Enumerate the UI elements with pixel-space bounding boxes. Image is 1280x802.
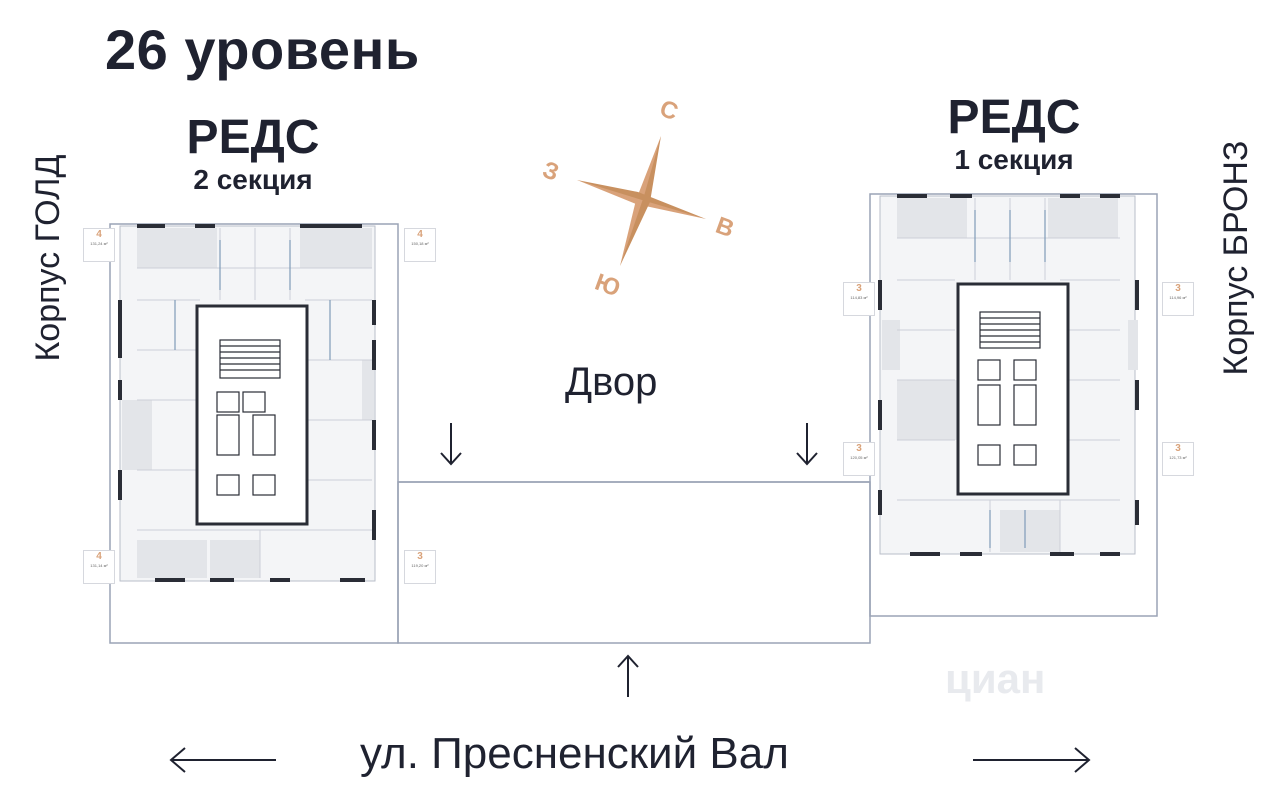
apartment-badge[interactable]: 3 121,73 м² [1162,442,1194,476]
yard-label: Двор [565,360,658,404]
watermark: циан [945,655,1046,702]
badge-rooms: 4 [96,551,102,562]
badge-area: 121,73 м² [1169,455,1187,460]
apartment-badge[interactable]: 3 114,96 м² [1162,282,1194,316]
left-building-header: РЕДС 2 секция [183,112,323,196]
badge-rooms: 3 [856,283,862,294]
site-outline [109,193,1158,644]
badge-area: 114,83 м² [850,295,868,300]
badge-rooms: 4 [417,229,423,240]
badge-rooms: 3 [856,443,862,454]
compass-rose [577,136,706,266]
apartment-badge[interactable]: 3 120,05 м² [843,442,875,476]
badge-rooms: 3 [1175,283,1181,294]
apartment-badge[interactable]: 3 114,83 м² [843,282,875,316]
right-building-header: РЕДС 1 секция [944,92,1084,176]
apartment-badge[interactable]: 4 150,18 м² [404,228,436,262]
badge-rooms: 3 [1175,443,1181,454]
right-building-section: 1 секция [954,144,1074,175]
apartment-badge[interactable]: 4 131,14 м² [83,550,115,584]
right-floor-plate [878,194,1139,556]
apartment-badge[interactable]: 4 131,24 м² [83,228,115,262]
direction-arrows [169,423,1091,773]
badge-rooms: 4 [96,229,102,240]
street-label: ул. Пресненский Вал [360,729,789,778]
badge-area: 131,24 м² [90,241,108,246]
left-floor-plate [118,224,376,582]
badge-rooms: 3 [417,551,423,562]
left-building-section: 2 секция [193,164,313,195]
level-title: 26 уровень [105,18,420,81]
badge-area: 131,14 м² [90,563,108,568]
badge-area: 119,20 м² [411,563,429,568]
badge-area: 120,05 м² [850,455,868,460]
badge-area: 114,96 м² [1169,295,1187,300]
left-building-name: РЕДС [186,111,320,164]
right-building-name: РЕДС [947,91,1081,144]
badge-area: 150,18 м² [411,241,429,246]
apartment-badge[interactable]: 3 119,20 м² [404,550,436,584]
